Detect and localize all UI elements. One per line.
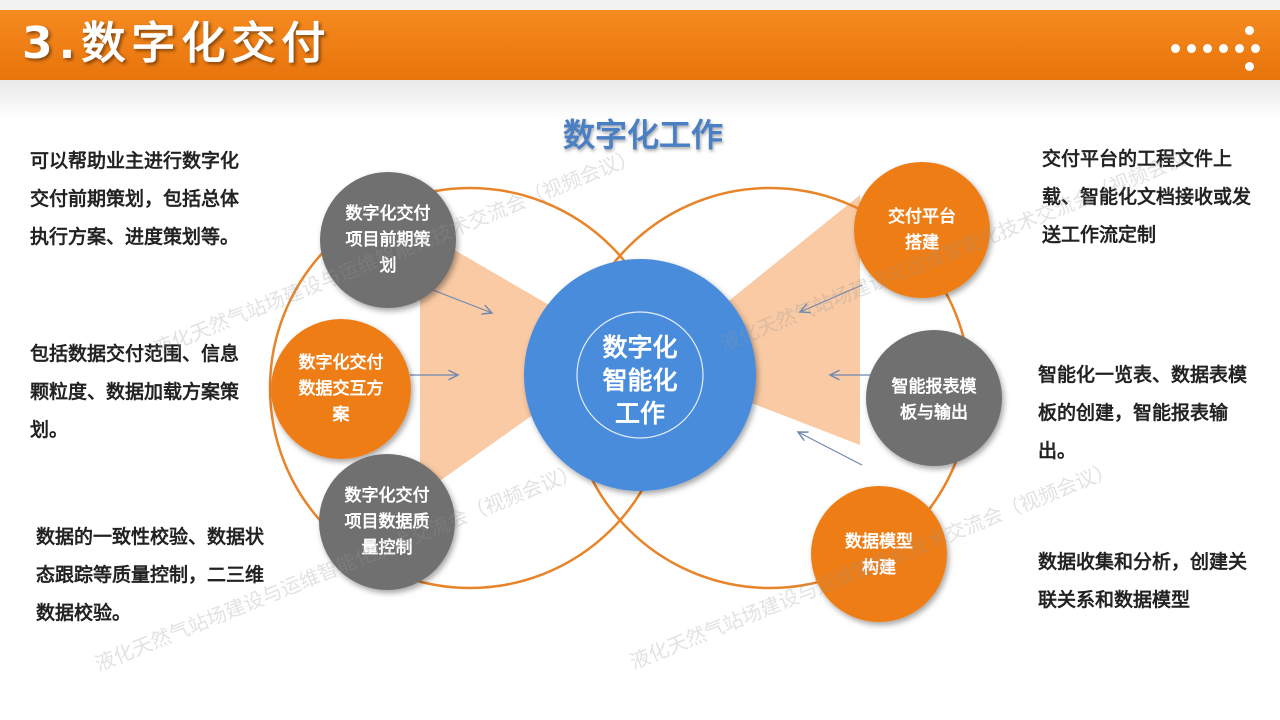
desc-left-2: 包括数据交付范围、信息颗粒度、数据加载方案策划。 bbox=[30, 343, 240, 441]
node-left-2 bbox=[271, 319, 411, 459]
desc-right-2: 智能化一览表、数据表模板的创建，智能报表输出。 bbox=[1038, 364, 1248, 462]
node-left-3 bbox=[319, 454, 455, 590]
left-wedge bbox=[420, 230, 575, 495]
desc-right-1: 交付平台的工程文件上载、智能化文档接收或发送工作流定制 bbox=[1042, 148, 1252, 246]
desc-right-3: 数据收集和分析，创建关联关系和数据模型 bbox=[1038, 551, 1248, 611]
desc-left-1: 可以帮助业主进行数字化交付前期策划，包括总体执行方案、进度策划等。 bbox=[30, 150, 240, 248]
diagram-subtitle: 数字化工作 bbox=[563, 116, 724, 154]
desc-left-3: 数据的一致性校验、数据状态跟踪等质量控制，二三维数据校验。 bbox=[36, 526, 265, 624]
header-bar bbox=[0, 10, 1280, 80]
header-shadow bbox=[0, 80, 1280, 120]
dots-logo-icon bbox=[1165, 22, 1275, 78]
page-title: 3.数字化交付 bbox=[22, 18, 332, 69]
center-inner-ring bbox=[576, 311, 704, 439]
arrow-right-1 bbox=[800, 284, 863, 312]
node-right-1 bbox=[854, 162, 990, 298]
node-right-3 bbox=[811, 486, 947, 622]
center-circle bbox=[524, 259, 756, 491]
arrow-right-3 bbox=[798, 432, 863, 466]
node-right-2 bbox=[866, 330, 1002, 466]
center-label: 数字化智能化工作 bbox=[602, 332, 678, 428]
node-left-1 bbox=[320, 172, 456, 308]
top-strip bbox=[0, 0, 1280, 10]
